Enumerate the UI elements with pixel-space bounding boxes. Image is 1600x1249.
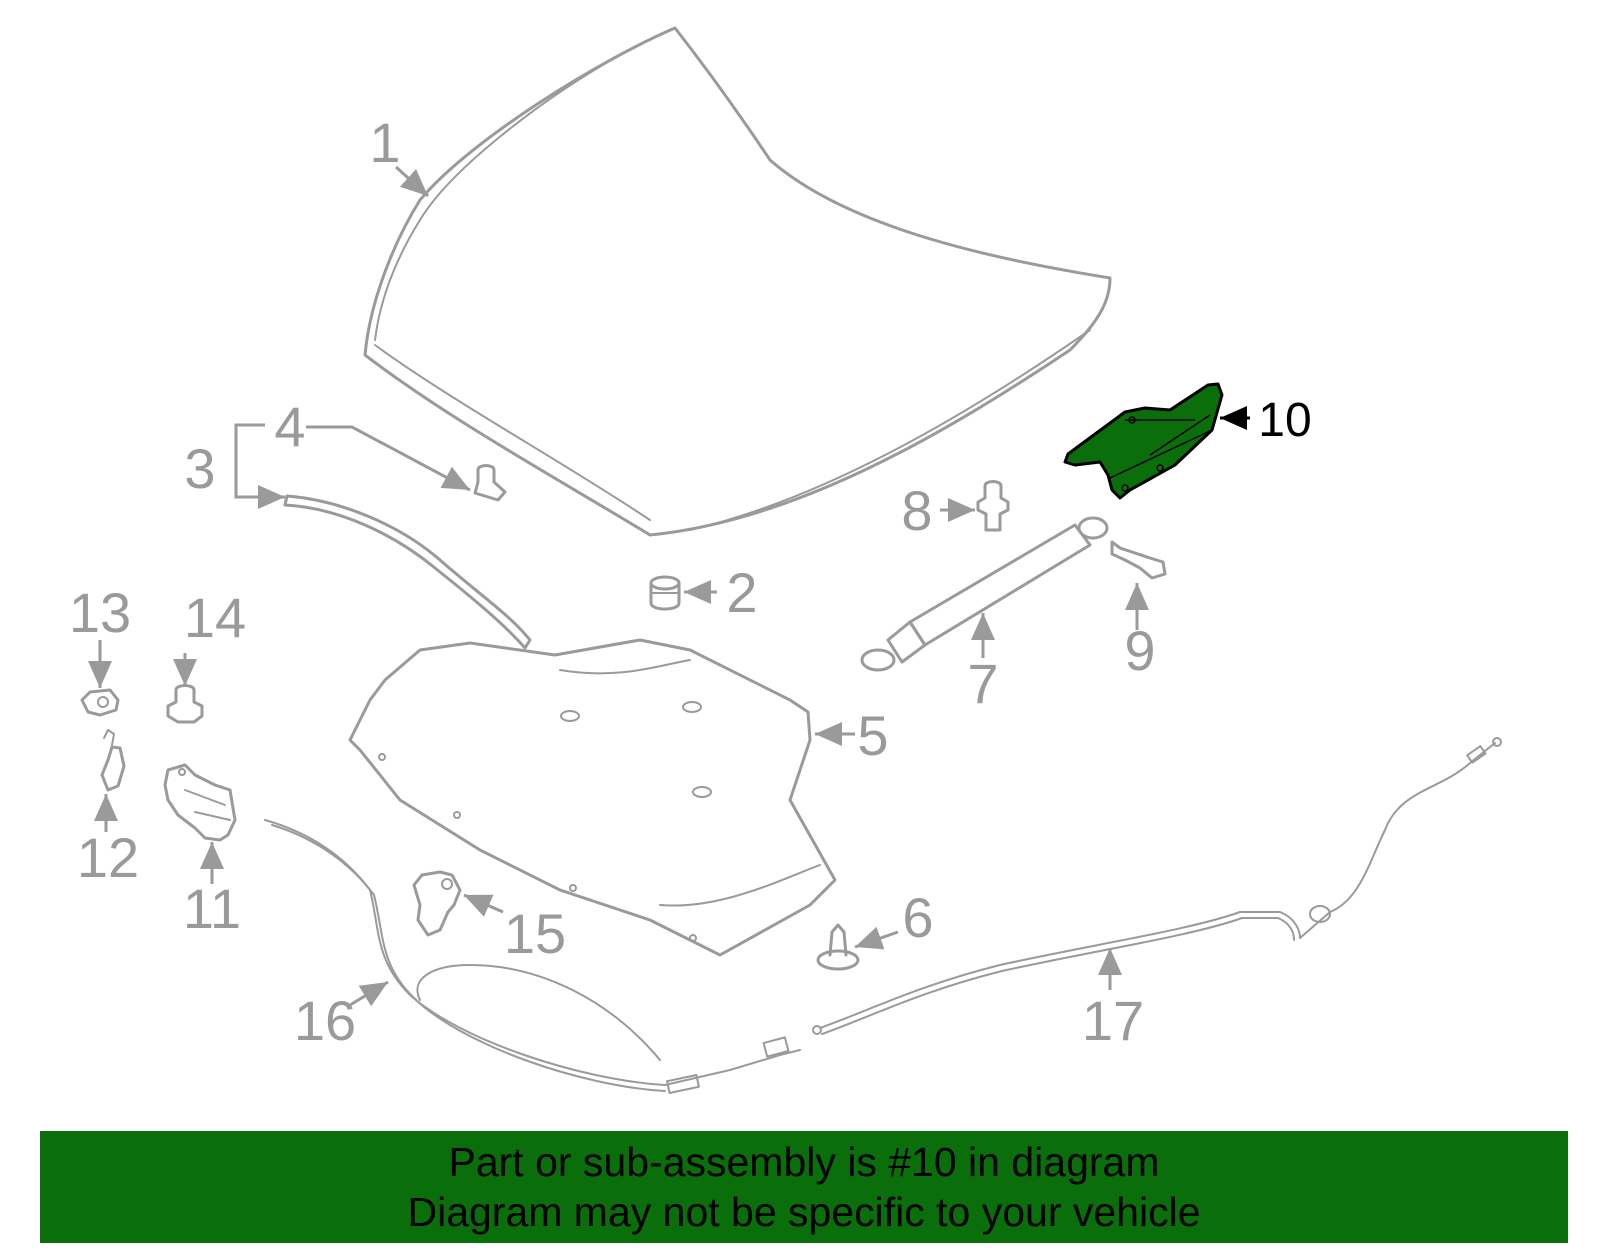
part-1-hood [363,26,1112,537]
part-15-catch [412,870,462,937]
part-7-strut [860,516,1109,672]
callout-7: 7 [967,652,998,715]
leader-16 [349,980,389,1007]
part-16-cable [264,819,801,1094]
part-11-latch [163,763,237,842]
leader-6 [854,926,899,950]
callout-4: 4 [274,395,305,458]
part-17-cable [812,737,1502,1035]
leader-lines [88,165,1250,1007]
info-banner: Part or sub-assembly is #10 in diagram D… [40,1131,1568,1243]
banner-line-part: Part or sub-assembly is #10 in diagram [448,1139,1160,1185]
callout-10: 10 [1258,394,1311,447]
callout-5: 5 [857,704,888,767]
callout-11: 11 [183,877,241,940]
callout-17: 17 [1082,989,1144,1052]
part-4-clip [473,464,507,502]
leader-15 [463,893,504,917]
callout-16: 16 [294,989,356,1052]
part-9-stud [1110,540,1167,580]
part-10-hood-hinge [1063,382,1224,500]
parts-diagram: 1 2 3 4 5 6 7 8 9 10 11 12 13 14 15 16 1… [69,26,1502,1094]
callout-1: 1 [369,111,400,174]
banner-line-disclaimer: Diagram may not be specific to your vehi… [407,1189,1201,1235]
leader-3 [234,423,285,509]
callout-2: 2 [726,561,757,624]
callout-14: 14 [184,586,246,649]
callout-9: 9 [1124,619,1155,682]
callout-12: 12 [77,826,139,889]
part-12-striker [100,729,126,792]
callout-13: 13 [69,581,131,644]
callout-labels: 1 2 3 4 5 6 7 8 9 10 11 12 13 14 15 16 1… [69,111,1312,1052]
callout-8: 8 [901,479,932,542]
callout-15: 15 [504,902,566,965]
callout-3: 3 [184,437,215,500]
part-6-clip [816,923,860,971]
leader-4 [306,425,471,492]
part-8-bolt [976,480,1010,532]
part-3-seal [283,494,532,650]
part-5-insulator [348,638,837,957]
callout-6: 6 [902,886,933,949]
part-14-bolt [166,684,204,724]
part-2-bumper [649,575,681,611]
part-13-retainer [80,688,120,717]
leader-1 [394,165,430,198]
